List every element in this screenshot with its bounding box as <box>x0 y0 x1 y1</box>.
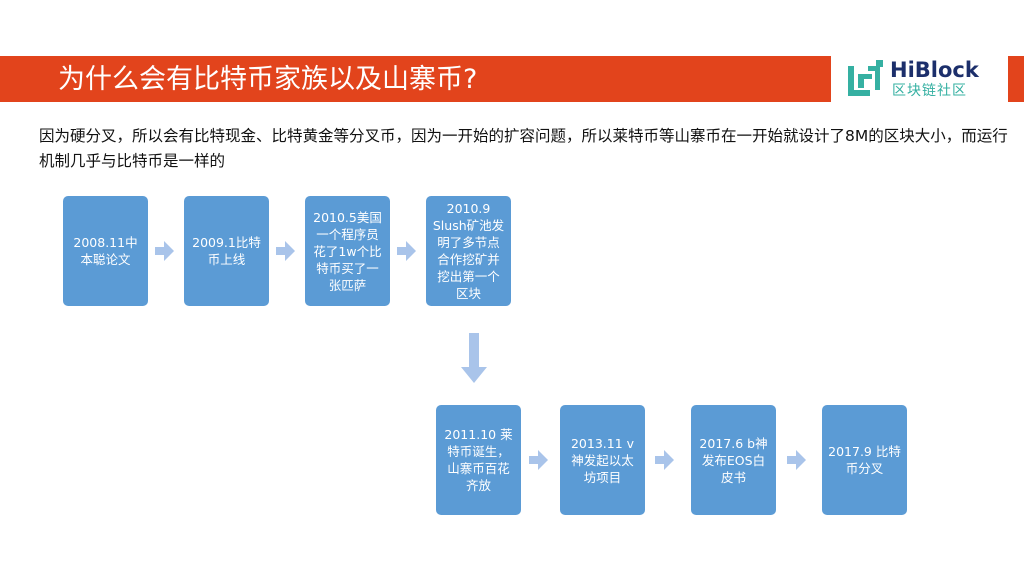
arrow-right-icon <box>787 450 806 470</box>
logo-name: HiBlock <box>890 58 979 82</box>
arrow-right-icon <box>529 450 548 470</box>
slide-title: 为什么会有比特币家族以及山寨币? <box>58 64 478 95</box>
arrow-down-icon <box>461 333 487 383</box>
timeline-step: 2011.10 莱特币诞生，山寨币百花齐放 <box>436 405 521 515</box>
logo-subtitle: 区块链社区 <box>892 83 967 99</box>
arrow-right-icon <box>655 450 674 470</box>
hiblock-logo: HiBlock 区块链社区 <box>846 58 982 102</box>
timeline-step: 2017.6 b神发布EOS白皮书 <box>691 405 776 515</box>
timeline-step: 2013.11 v神发起以太坊项目 <box>560 405 645 515</box>
timeline-step: 2010.9 Slush矿池发明了多节点合作挖矿并挖出第一个区块 <box>426 196 511 306</box>
logo-mark-icon <box>848 60 883 96</box>
timeline-step: 2010.5美国一个程序员花了1w个比特币买了一张匹萨 <box>305 196 390 306</box>
arrow-right-icon <box>155 241 174 261</box>
arrow-right-icon <box>397 241 416 261</box>
title-bar-right-strip <box>1008 56 1024 102</box>
arrow-right-icon <box>276 241 295 261</box>
timeline-step: 2008.11中本聪论文 <box>63 196 148 306</box>
title-bar <box>0 56 831 102</box>
timeline-step: 2017.9 比特币分叉 <box>822 405 907 515</box>
timeline-step: 2009.1比特币上线 <box>184 196 269 306</box>
slide-description: 因为硬分叉，所以会有比特现金、比特黄金等分叉币，因为一开始的扩容问题，所以莱特币… <box>39 127 1008 170</box>
